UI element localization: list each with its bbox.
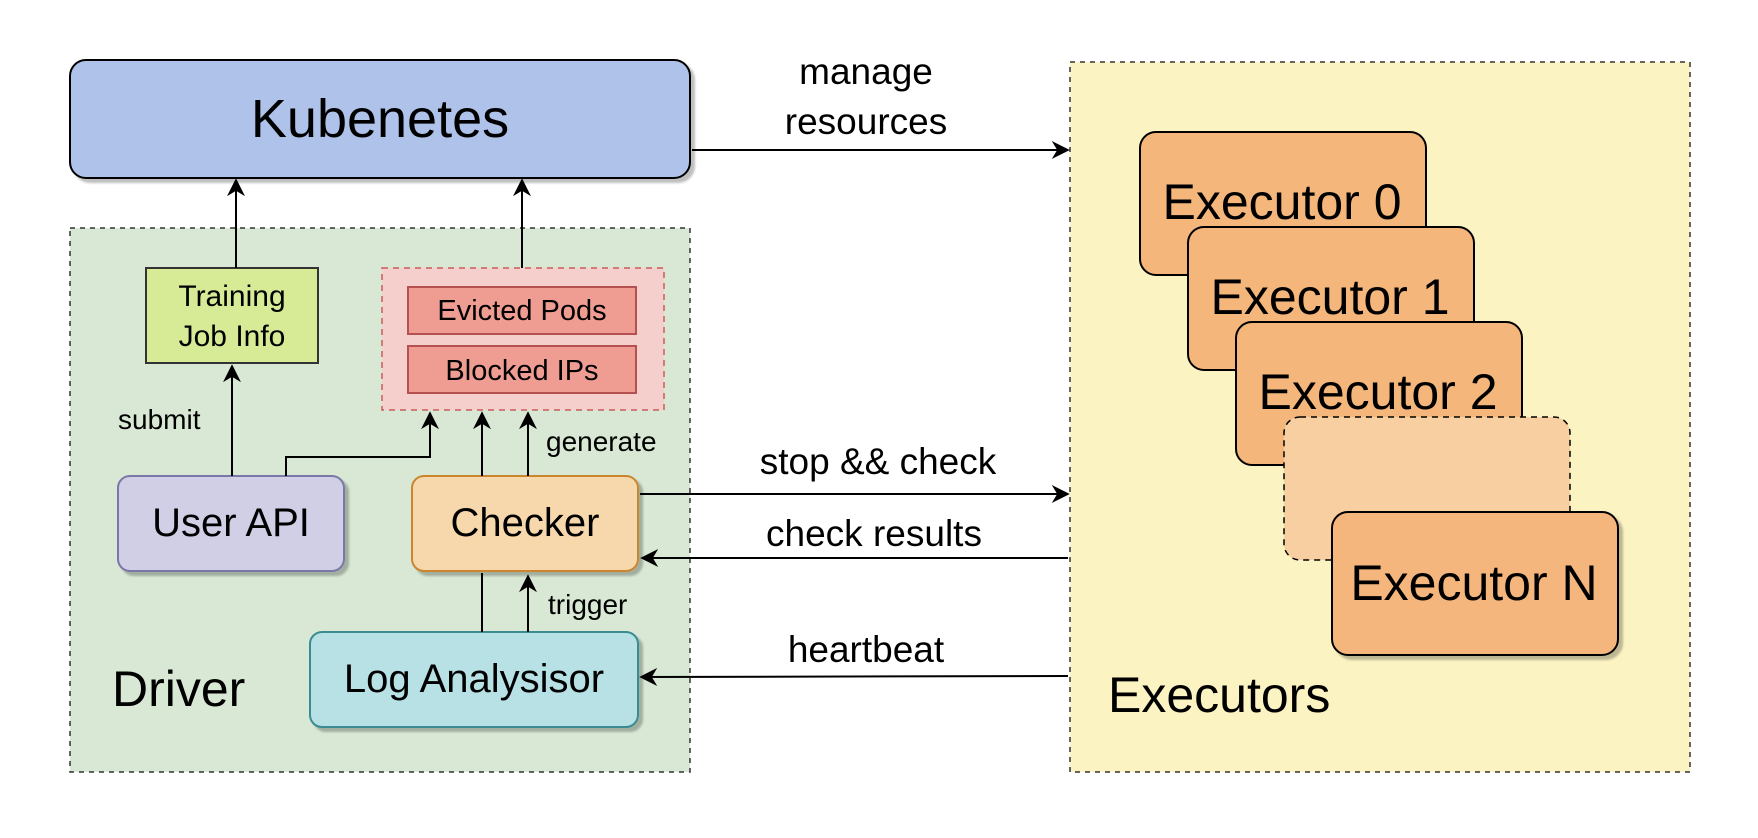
evicted-pods-box [407, 286, 637, 335]
edge-heartbeat [639, 667, 1069, 686]
blocked-ips-label: Blocked IPs [445, 355, 598, 387]
driver-label: Driver [112, 661, 245, 717]
executor-2-label: Executor 2 [1258, 364, 1497, 420]
user-api-label: User API [152, 501, 310, 545]
edge-userapi-to-group [285, 411, 439, 476]
executors-label: Executors [1108, 667, 1330, 723]
training-job-info-line2: Job Info [179, 320, 286, 353]
training-job-info-box [145, 267, 319, 364]
kubernetes-label: Kubenetes [251, 89, 509, 149]
edge-submit-label: submit [118, 404, 201, 435]
checker-label: Checker [451, 501, 600, 545]
evicted-pods-label: Evicted Pods [437, 295, 606, 327]
executor-n-box [1331, 511, 1619, 656]
blocked-ips-box [407, 345, 637, 394]
checker-box [411, 475, 639, 572]
executor-n-label: Executor N [1350, 555, 1597, 611]
kubernetes-box [69, 59, 691, 179]
executor-1-label: Executor 1 [1210, 269, 1449, 325]
executor-0-label: Executor 0 [1162, 174, 1401, 230]
edge-heartbeat-label: heartbeat [788, 629, 945, 670]
log-analysisor-label: Log Analysisor [344, 657, 604, 701]
log-analysisor-box [309, 631, 639, 728]
edge-stop-check-label: stop && check [760, 441, 997, 482]
edge-manage-line1: manage [799, 51, 933, 92]
edge-generate-label: generate [546, 426, 657, 457]
training-job-info-line1: Training [178, 280, 285, 313]
edge-check-results-label: check results [766, 513, 982, 554]
edge-manage-line2: resources [785, 101, 947, 142]
edge-trigger-label: trigger [548, 589, 627, 620]
